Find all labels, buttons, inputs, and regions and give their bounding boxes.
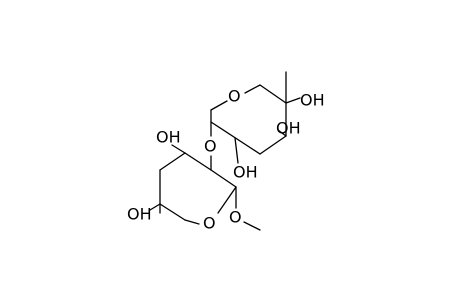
- bond-c2-glyc-lower: [184, 152, 212, 171]
- bond-c5-c4-upper: [259, 84, 287, 104]
- bond-c1-o5-lower: [217, 186, 237, 214]
- hydroxyl-c3-lower-label: OH: [156, 128, 181, 147]
- hydroxyl-c3-upper-label: OH: [276, 119, 301, 138]
- bond-c1-o5-upper: [210, 100, 228, 111]
- methoxy-oxygen-label: O: [229, 208, 242, 227]
- bond-c2-c1-lower: [210, 169, 237, 188]
- atom-labels: O OH OH OH O OH OH O O: [127, 87, 325, 233]
- bond-c4-oh-lower: [149, 203, 161, 211]
- ring-oxygen-upper-label: O: [228, 87, 241, 106]
- ring-oxygen-lower-label: O: [203, 214, 216, 233]
- bond-c3-c2-lower: [159, 152, 186, 171]
- bond-o5-c5-upper: [244, 84, 261, 94]
- bond-c3-oh-lower: [171, 144, 186, 154]
- hydroxyl-c4-upper-label: OH: [300, 91, 325, 110]
- glycosidic-oxygen-label: O: [204, 137, 217, 156]
- lower-ring: [149, 144, 261, 231]
- bond-c5-c4-lower: [159, 203, 186, 221]
- bond-c3-oh-upper: [277, 129, 287, 137]
- hydroxyl-c4-lower-label: OH: [127, 205, 152, 224]
- bond-c4-oh-upper: [285, 97, 301, 104]
- hydroxyl-c2-upper-label: OH: [233, 163, 258, 182]
- bond-o-methyl-methoxy: [243, 221, 261, 231]
- upper-ring: [210, 71, 301, 164]
- bond-c2-oh-upper: [234, 137, 239, 164]
- bond-c3-c2-upper: [259, 135, 287, 155]
- bond-o5-c5-lower: [184, 219, 200, 225]
